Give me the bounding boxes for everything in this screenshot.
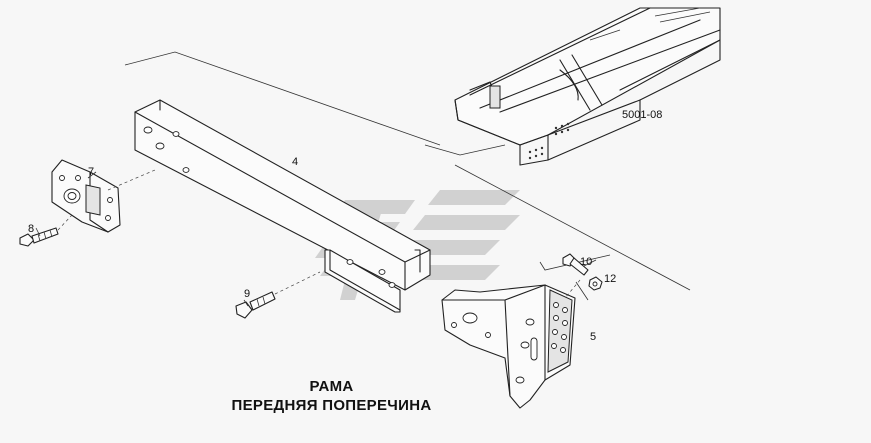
assembly-guide	[57, 214, 73, 231]
diagram-subtitle: ПЕРЕДНЯЯ ПОПЕРЕЧИНА	[231, 397, 432, 414]
assembly-guide	[107, 169, 156, 191]
callout-7: 7	[88, 166, 94, 178]
leader-line	[35, 227, 41, 237]
callout-10: 10	[580, 256, 592, 268]
leader-line	[575, 281, 589, 301]
bolt-8	[19, 227, 59, 247]
leader-line	[243, 299, 249, 307]
cross-member-beam	[134, 99, 431, 313]
front-bracket	[441, 284, 576, 409]
callout-8: 8	[28, 223, 34, 235]
boundary-line	[424, 144, 506, 156]
callout-5: 5	[590, 331, 596, 343]
drawing-ref-code: 5001-08	[622, 109, 662, 121]
boundary-line	[454, 164, 691, 291]
frame-assembly	[454, 7, 721, 166]
assembly-guide	[274, 271, 321, 295]
nut-12	[588, 276, 603, 291]
bolt-9	[235, 291, 276, 319]
leader-line	[87, 171, 97, 179]
callout-9: 9	[244, 288, 250, 300]
callout-4: 4	[292, 156, 298, 168]
assembly-guide	[564, 279, 581, 299]
boundary-line	[539, 254, 611, 271]
callout-12: 12	[604, 273, 616, 285]
leader-line	[583, 259, 597, 267]
boundary-line	[124, 51, 441, 146]
bracket-plate	[51, 159, 121, 233]
diagram-title: РАМА	[309, 378, 354, 395]
bolt-10	[562, 253, 589, 276]
